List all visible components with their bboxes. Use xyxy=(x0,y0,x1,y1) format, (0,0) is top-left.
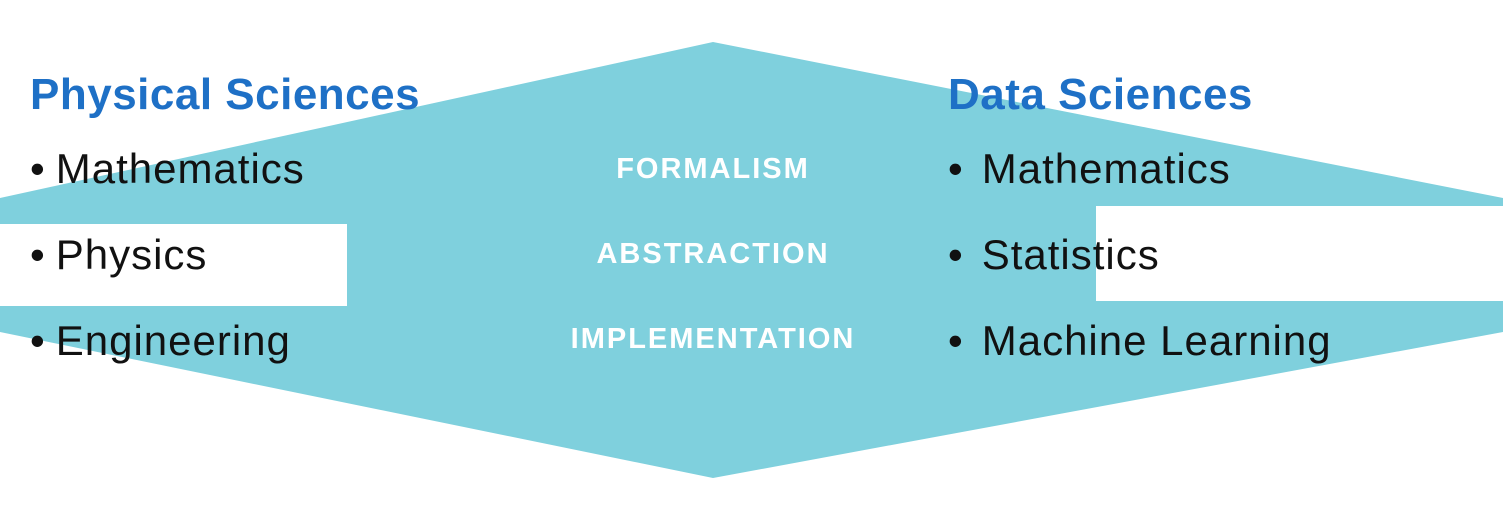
bullet-icon: • xyxy=(30,317,46,364)
center-label-formalism: FORMALISM xyxy=(616,153,810,185)
list-item-label: Statistics xyxy=(981,231,1160,278)
data-sciences-list: • Mathematics • Statistics • Machine Lea… xyxy=(948,146,1332,364)
physical-sciences-list: • Mathematics • Physics • Engineering xyxy=(30,146,420,364)
data-sciences-column: Data Sciences • Mathematics • Statistics… xyxy=(948,70,1332,364)
list-item-label: Physics xyxy=(55,231,208,278)
list-item-label: Mathematics xyxy=(55,145,305,192)
list-item-mathematics-right: • Mathematics xyxy=(948,146,1332,192)
center-labels: FORMALISM ABSTRACTION IMPLEMENTATION xyxy=(453,152,973,356)
list-item-label: Engineering xyxy=(55,317,291,364)
list-item-machine-learning: • Machine Learning xyxy=(948,318,1332,364)
hexagon-shape xyxy=(0,42,1503,478)
center-label-implementation: IMPLEMENTATION xyxy=(570,323,856,355)
right-cutout-band xyxy=(1096,206,1503,301)
list-item-engineering: • Engineering xyxy=(30,318,420,364)
left-cutout-band xyxy=(0,224,347,306)
center-label-abstraction: ABSTRACTION xyxy=(596,238,830,270)
bullet-icon: • xyxy=(948,145,964,192)
physical-sciences-title: Physical Sciences xyxy=(30,70,421,119)
list-item-label: Machine Learning xyxy=(981,317,1332,364)
bullet-icon: • xyxy=(30,145,46,192)
list-item-mathematics-left: • Mathematics xyxy=(30,146,420,192)
list-item-label: Mathematics xyxy=(981,145,1231,192)
list-item-physics: • Physics xyxy=(30,232,420,278)
bullet-icon: • xyxy=(948,317,964,364)
data-sciences-title: Data Sciences xyxy=(948,70,1253,119)
bullet-icon: • xyxy=(30,231,46,278)
list-item-statistics: • Statistics xyxy=(948,232,1332,278)
bullet-icon: • xyxy=(948,231,964,278)
physical-sciences-column: Physical Sciences • Mathematics • Physic… xyxy=(30,70,420,364)
